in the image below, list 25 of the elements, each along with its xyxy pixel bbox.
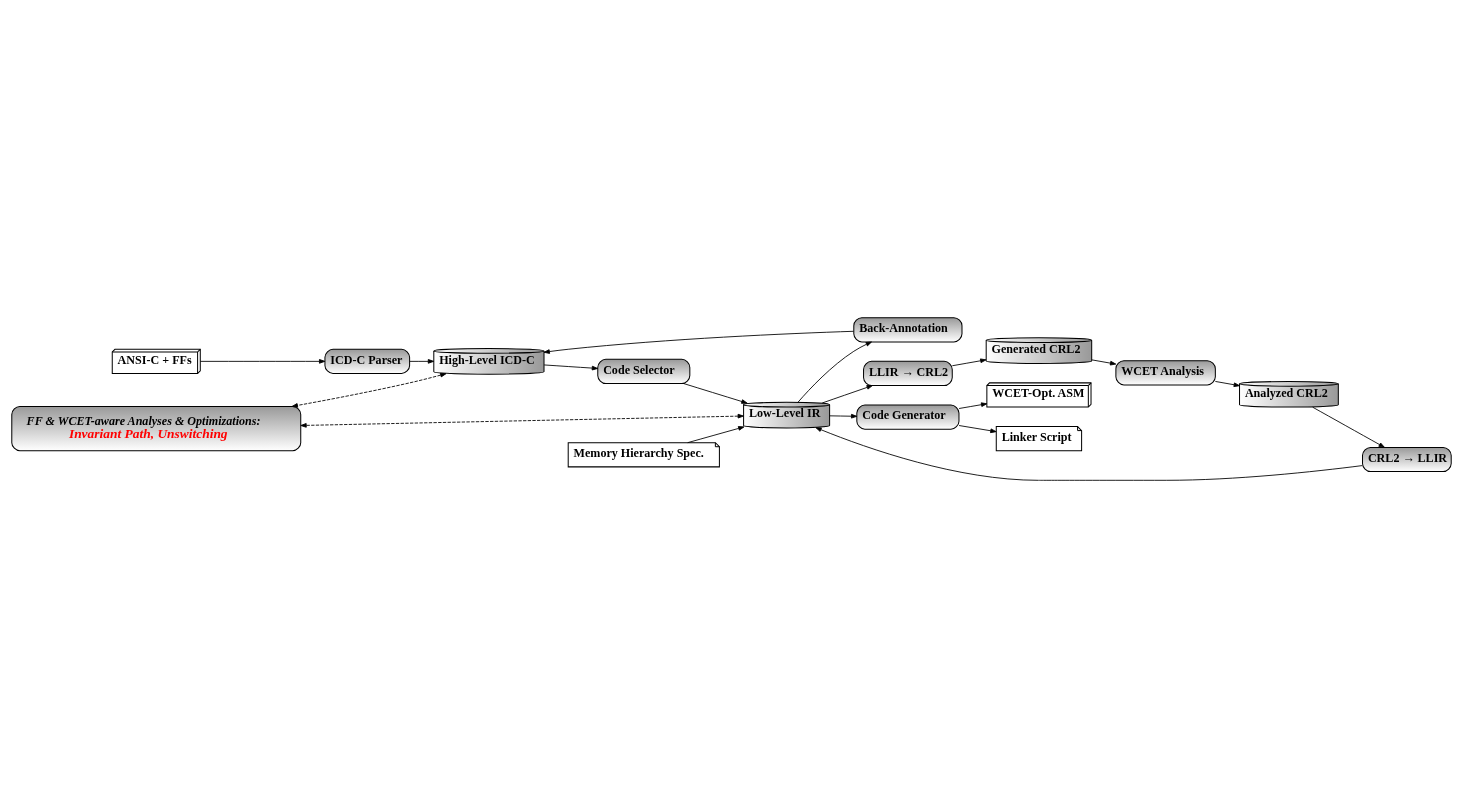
arrow xyxy=(1091,359,1117,366)
arrow xyxy=(291,372,447,408)
node-box: CRL2 → LLIR xyxy=(1362,446,1452,473)
arrow xyxy=(300,413,744,428)
arrow xyxy=(797,341,872,403)
arrow xyxy=(815,427,1363,481)
arrow xyxy=(409,359,435,364)
arrow xyxy=(543,330,855,354)
arrow xyxy=(683,383,748,404)
arrow xyxy=(829,413,858,419)
node-box: ICD-C Parser xyxy=(324,348,411,374)
arrow xyxy=(958,425,997,434)
arrow xyxy=(1214,381,1240,388)
node-box: Code Selector xyxy=(597,358,691,385)
arrow xyxy=(958,402,988,409)
node-box: WCET Analysis xyxy=(1115,360,1216,386)
arrow xyxy=(821,385,873,404)
node-box: Back-Annotation xyxy=(853,317,963,343)
arrow xyxy=(687,426,745,444)
node-box: LLIR → CRL2 xyxy=(863,360,953,387)
arrow xyxy=(1312,406,1385,448)
arrow xyxy=(543,364,599,371)
arrow xyxy=(199,359,326,364)
arrow xyxy=(951,358,987,367)
node-box: Code Generator xyxy=(856,404,960,430)
